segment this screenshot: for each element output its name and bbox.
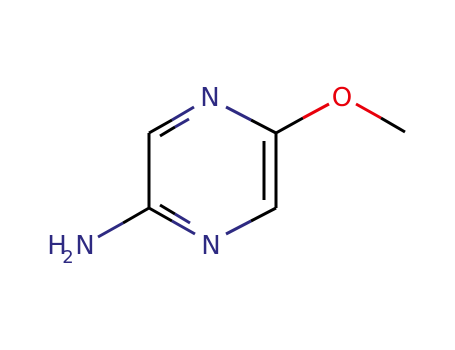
atom-n-bottom: N (201, 231, 220, 261)
bond-c5-nh2-c-part (122, 206, 150, 225)
bond-c5-n4-c-part (148, 206, 173, 223)
bond-n4-c3-c-part (250, 206, 277, 223)
bond-o-ch3-c-part (380, 116, 406, 134)
bond-c2-o-c-part (275, 116, 304, 135)
atom-nh2-n: N (75, 231, 94, 261)
bond-n1-c6-inner-c (159, 125, 176, 138)
atom-n-top: N (200, 83, 219, 113)
bond-c2-n1-n-part (225, 105, 252, 122)
bond-c5-nh2-n-part (97, 221, 124, 239)
bond-c2-n1-c-part (250, 118, 277, 135)
atom-o: O (332, 83, 352, 113)
bond-n1-c6-inner (174, 117, 190, 129)
bond-n4-c3-n-part (225, 219, 252, 236)
bond-c5-n4-inner-n (174, 212, 191, 225)
atom-nh2-subscript: 2 (62, 247, 73, 268)
bond-o-ch3-o-part (355, 102, 382, 120)
bond-n1-c6-n-part (171, 105, 195, 122)
bond-n1-c6-c-part (148, 118, 173, 135)
atom-nh2-h: H (47, 231, 67, 261)
bond-c5-n4-n-part (171, 219, 196, 236)
bond-c5-n4-inner-c (159, 203, 176, 216)
bond-c2-o-o-part (302, 102, 330, 120)
